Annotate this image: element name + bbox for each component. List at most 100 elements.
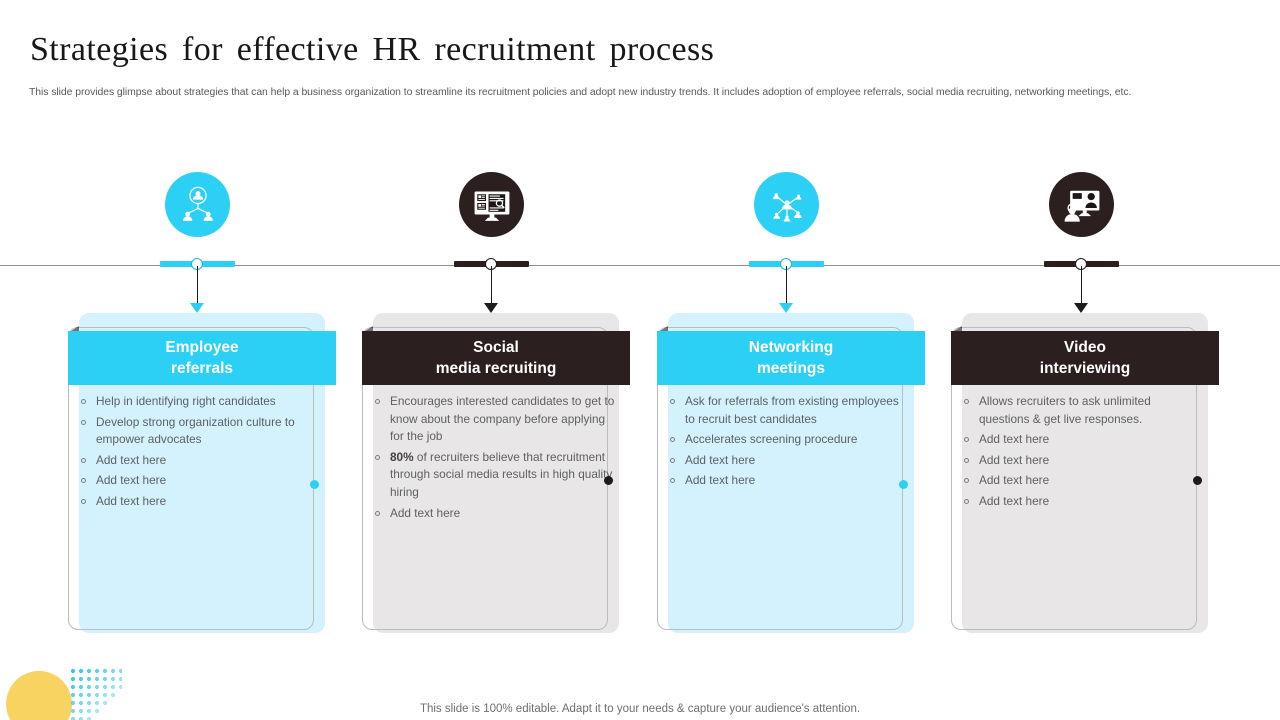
card-title-line-1: Employee [165, 338, 239, 356]
list-item-rest: of recruiters believe that recruitment t… [390, 449, 613, 499]
card-title-line-2: meetings [756, 360, 826, 377]
card-header: Networking meetings [657, 331, 925, 385]
timeline-axis [0, 265, 1280, 266]
bullet-circle-icon [81, 498, 86, 504]
card-title-line-2: media recruiting [435, 360, 557, 377]
bullet-circle-icon [670, 457, 675, 463]
bullet-circle-icon [375, 399, 380, 404]
ribbon-fold [657, 326, 668, 333]
connector-arrow [484, 303, 498, 313]
ribbon-fold [362, 326, 373, 333]
list-item[interactable]: Add text here [964, 452, 1204, 470]
card-outline [68, 327, 314, 630]
list-item[interactable]: Encourages interested candidates to get … [375, 393, 615, 446]
list-item[interactable]: Ask for referrals from existing employee… [670, 393, 910, 428]
bullet-circle-icon [81, 478, 86, 484]
card-title-line-1: Social [473, 338, 519, 356]
bullet-circle-icon [81, 457, 86, 463]
bullet-circle-icon [375, 510, 380, 516]
outline-end-dot [310, 480, 319, 489]
list-item[interactable]: Allows recruiters to ask unlimited quest… [964, 393, 1204, 428]
card-title-line-2: referrals [170, 360, 234, 377]
bullet-circle-icon [964, 399, 969, 404]
list-item-text: Add text here [390, 505, 461, 520]
list-item[interactable]: 80% of recruiters believe that recruitme… [375, 449, 615, 502]
list-item[interactable]: Add text here [375, 505, 615, 523]
page-subtitle: This slide provides glimpse about strate… [29, 87, 1132, 98]
card-bullet-list: Ask for referrals from existing employee… [670, 393, 910, 493]
list-item[interactable]: Add text here [81, 452, 321, 470]
list-item-text: Add text here [685, 452, 756, 467]
list-item-text: Help in identifying right candidates [96, 394, 276, 408]
bullet-circle-icon [81, 419, 86, 425]
card-title-line-1: Video [1064, 338, 1106, 356]
bullet-circle-icon [81, 399, 86, 404]
list-item-text: Add text here [96, 452, 167, 467]
card-bullet-list: Allows recruiters to ask unlimited quest… [964, 393, 1204, 514]
list-item-text: Accelerates screening procedure [685, 432, 858, 447]
list-item-text: Add text here [685, 473, 756, 488]
card-header: Video interviewing [951, 331, 1219, 385]
list-item-text: Ask for referrals from existing employee… [685, 394, 899, 426]
bullet-circle-icon [964, 457, 969, 463]
list-item-text: Add text here [96, 473, 167, 488]
list-item[interactable]: Help in identifying right candidates [81, 393, 321, 411]
footer-note: This slide is 100% editable. Adapt it to… [419, 703, 861, 715]
decorative-circle [6, 671, 72, 720]
bullet-circle-icon [375, 454, 380, 460]
card-title-line-1: Networking [748, 338, 834, 356]
social-media-recruiting-icon[interactable] [459, 172, 524, 237]
list-item-text: Add text here [96, 493, 167, 508]
list-item-text: Develop strong organization culture to e… [96, 414, 295, 447]
card-outline [657, 327, 903, 630]
bullet-circle-icon [964, 437, 969, 443]
ribbon-fold [951, 326, 962, 333]
connector-line [197, 266, 198, 306]
list-item-text: Add text here [979, 473, 1050, 488]
card-header: Employee referrals [68, 331, 336, 385]
list-item[interactable]: Add text here [670, 472, 910, 490]
list-item-text: Add text here [979, 452, 1050, 467]
outline-end-dot [604, 476, 613, 485]
list-item[interactable]: Develop strong organization culture to e… [81, 414, 321, 449]
list-item[interactable]: Add text here [81, 493, 321, 511]
connector-arrow [779, 303, 793, 313]
bullet-circle-icon [670, 399, 675, 404]
list-item[interactable]: Add text here [81, 472, 321, 490]
connector-line [491, 266, 492, 306]
connector-line [786, 266, 787, 306]
list-item-highlight: 80% [390, 449, 414, 464]
list-item-text: 80% of recruiters believe that recruitme… [390, 449, 615, 502]
list-item[interactable]: Add text here [964, 493, 1204, 511]
page-title: Strategies for effective HR recruitment … [30, 31, 715, 68]
employee-referrals-icon[interactable] [165, 172, 230, 237]
list-item[interactable]: Accelerates screening procedure [670, 431, 910, 449]
video-interviewing-icon[interactable] [1049, 172, 1114, 237]
bullet-circle-icon [670, 437, 675, 443]
outline-end-dot [899, 480, 908, 489]
list-item[interactable]: Add text here [964, 472, 1204, 490]
list-item-text: Allows recruiters to ask unlimited quest… [979, 394, 1151, 426]
bullet-circle-icon [670, 478, 675, 484]
decorative-dot-grid [70, 668, 122, 720]
list-item-text: Add text here [979, 493, 1050, 508]
card-title-line-2: interviewing [1039, 360, 1131, 377]
connector-arrow [190, 303, 204, 313]
list-item[interactable]: Add text here [964, 431, 1204, 449]
networking-meetings-icon[interactable] [754, 172, 819, 237]
list-item[interactable]: Add text here [670, 452, 910, 470]
card-bullet-list: Encourages interested candidates to get … [375, 393, 615, 525]
connector-arrow [1074, 303, 1088, 313]
list-item-text: Add text here [979, 432, 1050, 447]
card-header: Social media recruiting [362, 331, 630, 385]
bullet-circle-icon [964, 498, 969, 504]
outline-end-dot [1193, 476, 1202, 485]
connector-line [1081, 266, 1082, 306]
list-item-text: Encourages interested candidates to get … [390, 394, 615, 444]
